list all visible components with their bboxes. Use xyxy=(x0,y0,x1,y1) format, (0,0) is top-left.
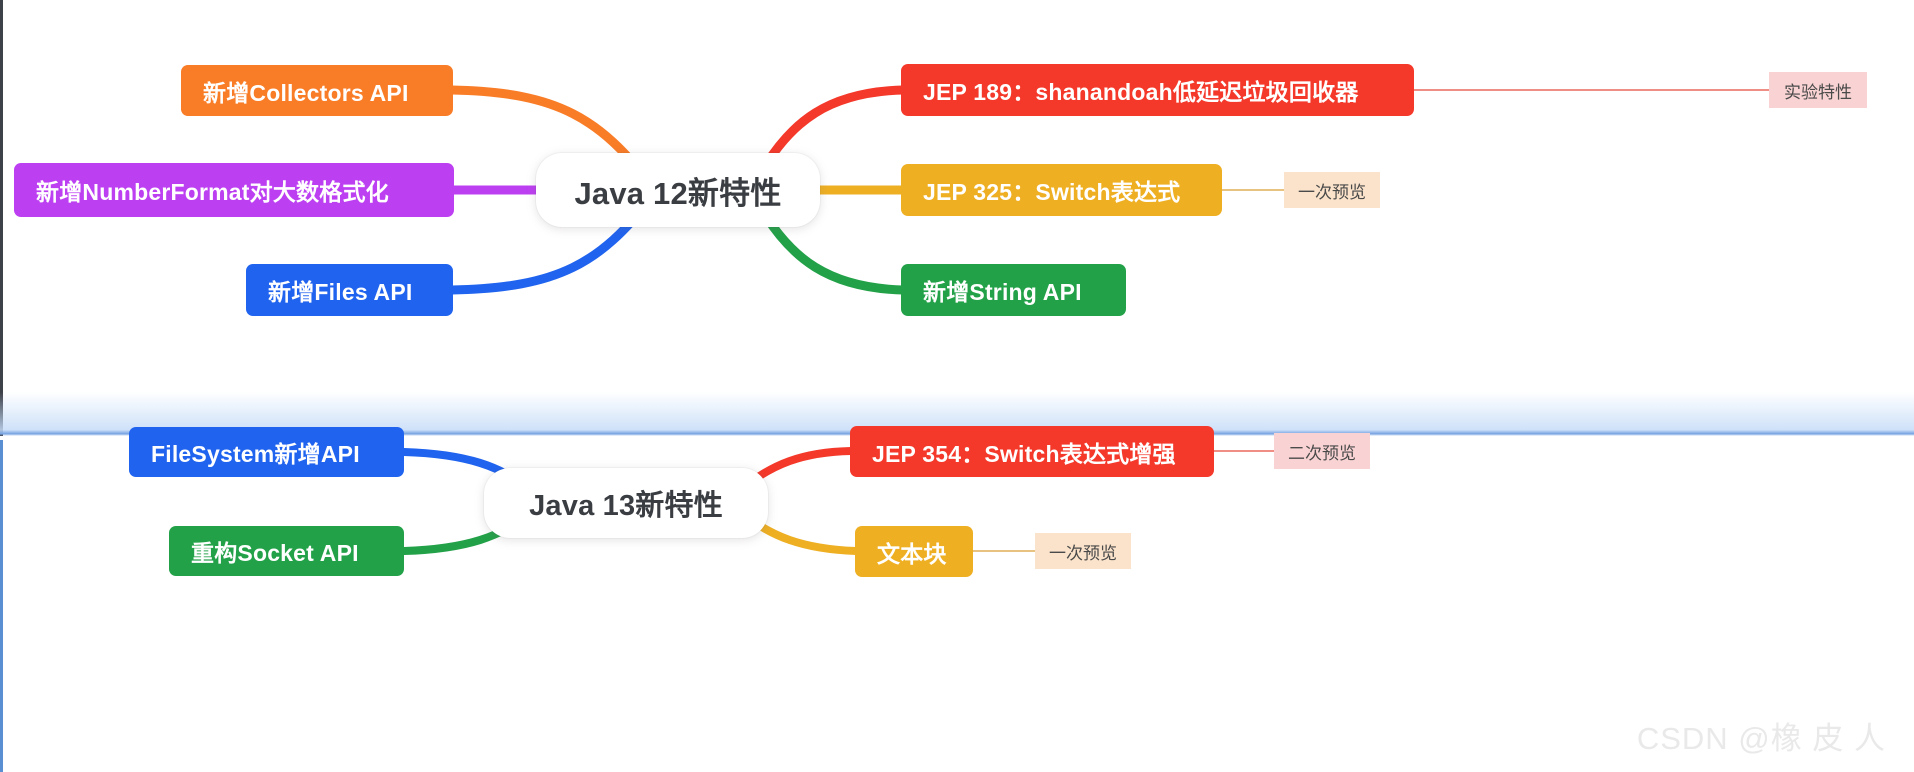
node-jep-354-label: JEP 354：Switch表达式增强 xyxy=(872,440,1176,467)
node-socket-api[interactable]: 重构Socket API xyxy=(169,526,404,576)
center-node-java12[interactable]: Java 12新特性 xyxy=(536,153,820,227)
tag-second-preview-jep354[interactable]: 二次预览 xyxy=(1274,433,1370,469)
tag-experimental-feature[interactable]: 实验特性 xyxy=(1769,72,1867,108)
node-string-api-label: 新增String API xyxy=(923,279,1082,305)
center-node-java13[interactable]: Java 13新特性 xyxy=(484,468,768,538)
node-collectors-api-label: 新增Collectors API xyxy=(203,79,409,106)
node-text-block[interactable]: 文本块 xyxy=(855,526,973,577)
node-files-api-label: 新增Files API xyxy=(268,279,413,305)
tag-second-preview-jep354-label: 二次预览 xyxy=(1288,443,1356,463)
node-jep-325-label: JEP 325：Switch表达式 xyxy=(923,179,1181,205)
tag-first-preview-jep325-label: 一次预览 xyxy=(1298,182,1366,202)
node-socket-api-label: 重构Socket API xyxy=(191,540,359,566)
node-string-api[interactable]: 新增String API xyxy=(901,264,1126,316)
tag-first-preview-jep325[interactable]: 一次预览 xyxy=(1284,172,1380,208)
tag-experimental-feature-label: 实验特性 xyxy=(1784,82,1852,102)
node-filesystem-api[interactable]: FileSystem新增API xyxy=(129,427,404,477)
tag-first-preview-textblock[interactable]: 一次预览 xyxy=(1035,533,1131,569)
node-numberformat[interactable]: 新增NumberFormat对大数格式化 xyxy=(14,163,454,217)
node-collectors-api[interactable]: 新增Collectors API xyxy=(181,65,453,116)
node-text-block-label: 文本块 xyxy=(877,540,947,567)
section-java13 xyxy=(0,440,1914,772)
node-jep-189-label: JEP 189：shanandoah低延迟垃圾回收器 xyxy=(923,79,1359,105)
node-jep-189[interactable]: JEP 189：shanandoah低延迟垃圾回收器 xyxy=(901,64,1414,116)
node-jep-325[interactable]: JEP 325：Switch表达式 xyxy=(901,164,1222,216)
node-files-api[interactable]: 新增Files API xyxy=(246,264,453,316)
node-jep-354[interactable]: JEP 354：Switch表达式增强 xyxy=(850,426,1214,477)
center-node-java12-label: Java 12新特性 xyxy=(574,175,782,211)
tag-first-preview-textblock-label: 一次预览 xyxy=(1049,543,1117,563)
node-numberformat-label: 新增NumberFormat对大数格式化 xyxy=(36,179,389,205)
center-node-java13-label: Java 13新特性 xyxy=(529,490,723,522)
csdn-watermark: CSDN @橡 皮 人 xyxy=(1636,721,1886,756)
node-filesystem-api-label: FileSystem新增API xyxy=(151,441,360,467)
